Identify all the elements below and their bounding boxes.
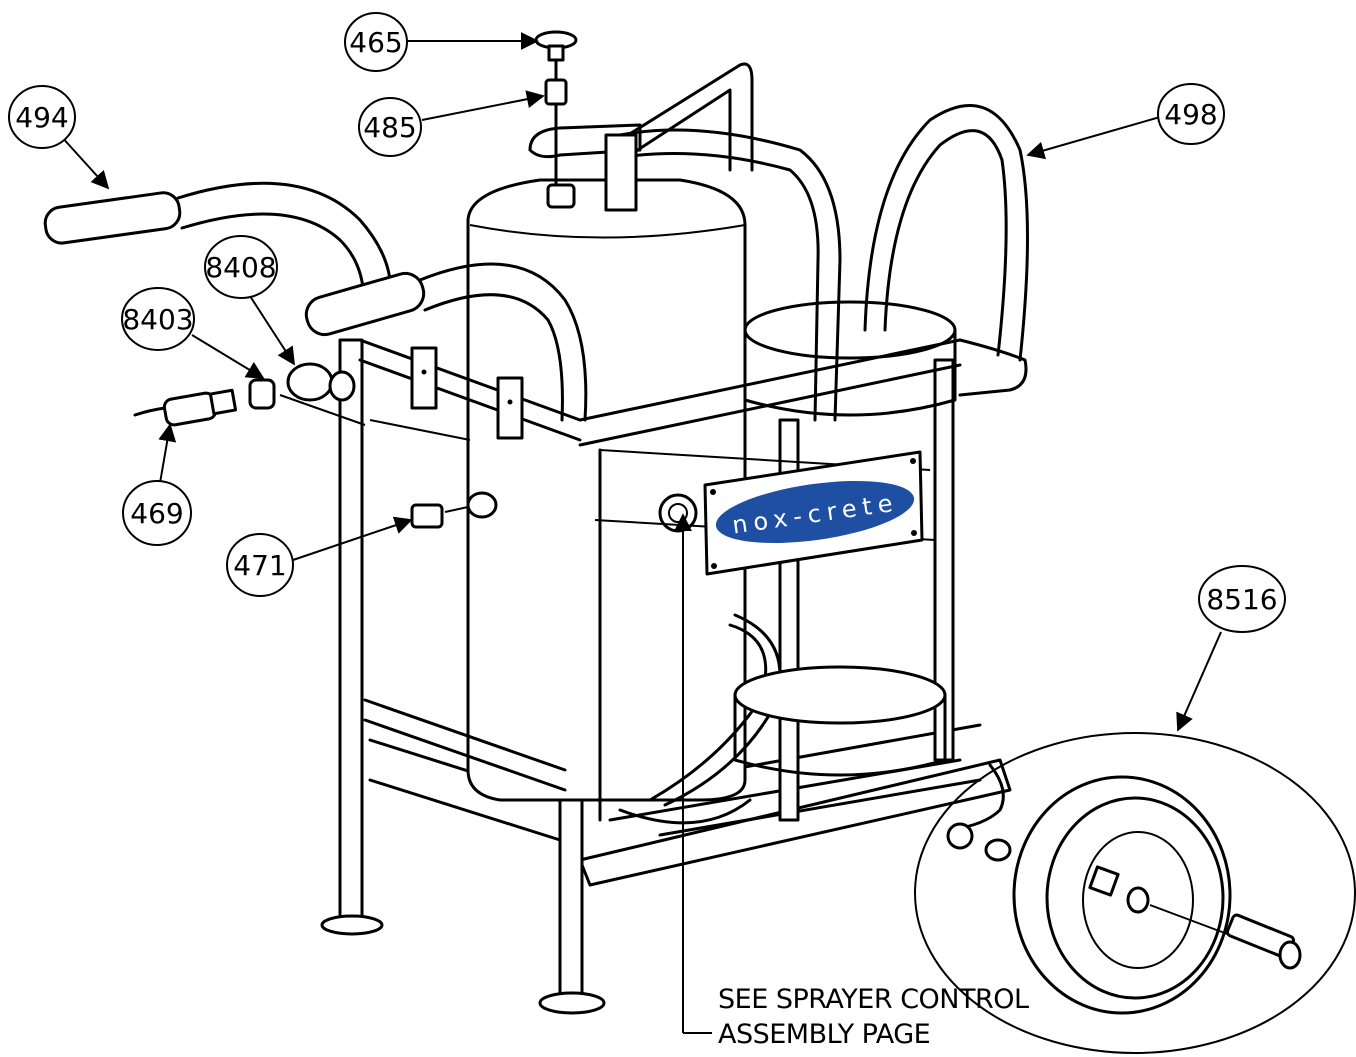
svg-text:471: 471 [233, 549, 286, 582]
logo-plate: nox-crete [703, 450, 924, 576]
front-frame [358, 338, 962, 822]
lower-bucket [733, 665, 947, 777]
fill-cap-assembly [528, 30, 642, 212]
wheel-detail-circle [914, 732, 1356, 1054]
svg-text:8516: 8516 [1206, 583, 1277, 616]
loop-handle [863, 104, 1029, 397]
callout-471: 471 [226, 533, 294, 597]
sprayer-control-note: SEE SPRAYER CONTROL ASSEMBLY PAGE [718, 984, 1030, 1050]
front-handle [304, 262, 588, 422]
callout-469: 469 [122, 480, 192, 546]
callout-498: 498 [1157, 83, 1225, 145]
tank [466, 178, 747, 802]
rear-handle [613, 62, 842, 422]
svg-text:465: 465 [349, 26, 402, 59]
upper-bucket [743, 300, 957, 417]
svg-text:8403: 8403 [122, 303, 193, 336]
callout-8403: 8403 [121, 287, 195, 351]
callout-8516: 8516 [1198, 565, 1286, 633]
note-line-1: SEE SPRAYER CONTROL [718, 984, 1029, 1015]
callout-485: 485 [358, 97, 422, 157]
svg-text:8408: 8408 [205, 251, 276, 284]
mounting-brackets [410, 346, 524, 440]
inlet-fittings [133, 362, 366, 427]
leader-lines [59, 32, 1222, 1034]
callout-8408: 8408 [204, 235, 278, 299]
svg-text:485: 485 [363, 111, 416, 144]
logo-oval [715, 480, 915, 544]
svg-text:494: 494 [15, 101, 68, 134]
callout-465: 465 [344, 12, 408, 72]
callout-494: 494 [8, 85, 76, 149]
note-line-2: ASSEMBLY PAGE [718, 1019, 930, 1050]
wheel-detail [914, 732, 1356, 1054]
svg-text:469: 469 [130, 497, 183, 530]
svg-text:498: 498 [1164, 98, 1217, 131]
plug-fitting [410, 491, 498, 529]
